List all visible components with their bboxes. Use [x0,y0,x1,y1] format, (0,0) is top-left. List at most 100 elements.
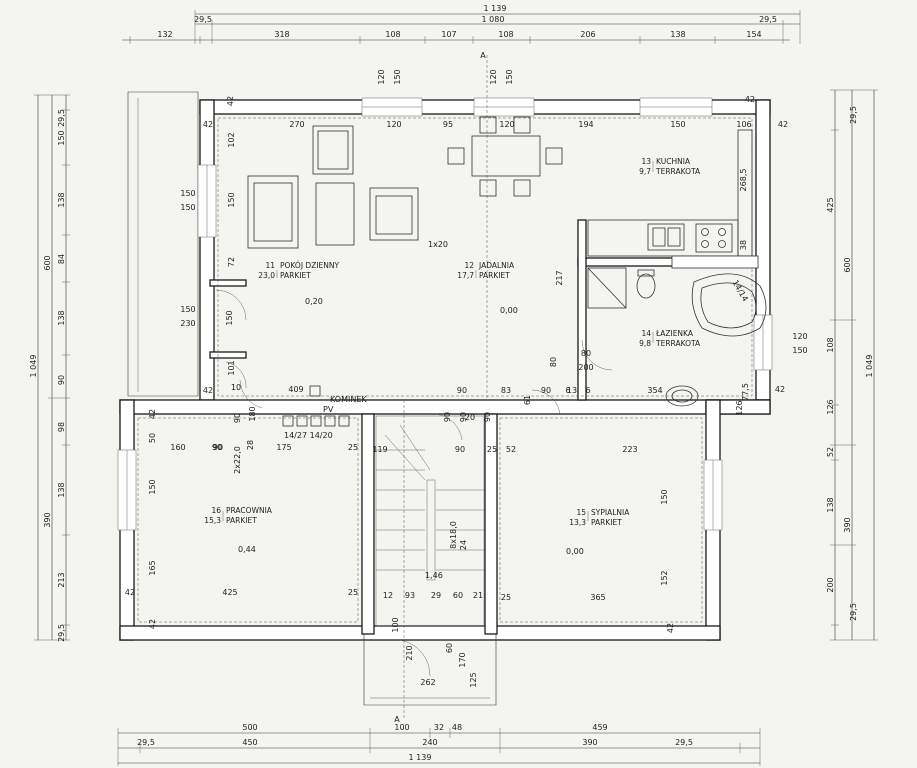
inner-dim-56: 165 [148,560,157,575]
inner-dim-24: 42 [775,385,785,394]
terrace-outline [127,91,199,397]
inner-dim-17: 83 [501,386,511,395]
inner-dim-63: 25 [487,445,497,454]
room-13-number: 13 [641,157,651,166]
room-15-floor: PARKIET [591,518,622,527]
room-11-level: 0,20 [305,297,323,306]
dim-right-r3-3: 126 [826,399,835,414]
room-16-level: 0,44 [238,545,256,554]
room-14-number: 14 [641,329,651,338]
inner-dim-75: 21 [473,591,483,600]
section-marker-top: A [480,51,486,60]
room-15-level: 0,00 [566,547,584,556]
dim-right-r2-1: 425 [826,197,835,212]
inner-dim-21: 6 [585,386,590,395]
inner-dim-15: 409 [288,385,303,394]
inner-dim-2: 120 [386,120,401,129]
dim-top-r3-5: 108 [498,30,513,39]
dim-left-r3-6: 90 [57,375,66,385]
room-12-area: 17,7 [457,271,474,280]
room-15-area: 13,3 [569,518,586,527]
inner-dim-8: 42 [778,120,788,129]
staircase [375,415,485,627]
room-14-label: 14 ŁAZIENKA 9,8 TERRAKOTA [639,329,701,348]
fireplace-flues [282,385,350,427]
west-windows [117,164,217,531]
dim-left-r3-2: 150 [57,130,66,145]
dim-left-r3-5: 138 [57,310,66,325]
dim-right-r3-4: 52 [826,447,835,457]
inner-dim-57: 425 [222,588,237,597]
living-room-furniture [247,125,419,249]
inner-dim-49: 90 [213,443,223,452]
inner-dim-20: 13 [567,386,577,395]
bottom-dimension-lines: 500 100 32 48 459 29,5 450 240 390 29,5 … [117,723,761,766]
inner-dim-79: 170 [458,652,467,667]
dim-bot-r2-2: 450 [242,738,257,747]
inner-dim-35: 150 [225,310,234,325]
room-11-number: 11 [265,261,275,270]
room-11-floor: PARKIET [280,271,311,280]
inner-dim-40: 268,5 [739,169,748,192]
room-14-floor: TERRAKOTA [655,339,701,348]
inner-dim-77: 210 [405,645,414,660]
dim-left-r2-2: 390 [43,512,52,527]
dim-top-r3-4: 107 [441,30,456,39]
inner-dim-33: 150 [180,305,195,314]
room-16-area: 15,3 [204,516,221,525]
inner-dim-52: 175 [276,443,291,452]
door-swings [215,289,613,677]
inner-dim-74: 60 [453,591,463,600]
dim-left-r3-4: 84 [57,254,66,264]
room-11-area: 23,0 [258,271,275,280]
inner-dim-11: 72 [227,257,236,267]
inner-dim-82: 90 [443,412,452,422]
inner-dim-34: 230 [180,319,195,328]
room-13-floor: TERRAKOTA [655,167,701,176]
dim-left-r3-7: 98 [57,422,66,432]
dining-furniture [447,116,563,197]
north-windows [361,97,713,117]
inner-dim-85: 90 [483,412,492,422]
inner-dim-80: 125 [469,672,478,687]
inner-dim-27: 120 [489,69,498,84]
dim-right-overall: 1 049 [865,355,874,378]
inner-dim-81: 262 [420,678,435,687]
dim-top-r3-1: 132 [157,30,172,39]
dim-top-r3-8: 154 [746,30,761,39]
room-16-number: 16 [211,506,221,515]
inner-dim-65: 223 [622,445,637,454]
inner-dim-13: 10 [231,383,241,392]
inner-dim-22: 354 [647,386,662,395]
dim-bot-r2-4: 390 [582,738,597,747]
kitchen-furniture [587,129,759,269]
inner-dim-12: 101 [227,360,236,375]
inner-dim-25: 120 [377,69,386,84]
inner-dim-32: 150 [180,203,195,212]
room-15-name: SYPIALNIA [591,508,630,517]
inner-dim-36: 217 [555,270,564,285]
inner-dim-83: 90 [459,412,468,422]
inner-dim-64: 52 [506,445,516,454]
dim-left-r2-1: 600 [43,255,52,270]
dim-left-r3-10: 29,5 [57,624,66,642]
inner-dim-28: 150 [505,69,514,84]
room-14-name: ŁAZIENKA [655,329,694,338]
dim-left-r3-9: 213 [57,572,66,587]
room-16-label: 16 PRACOWNIA 15,3 PARKIET 0,44 [204,506,273,554]
room-11-name: POKÓJ DZIENNY [280,261,340,270]
room-13-label: 13 KUCHNIA 9,7 TERRAKOTA [639,157,701,176]
inner-dim-39: 200 [578,363,593,372]
inner-dim-46: 90 [233,413,242,423]
inner-dim-86: 61 [523,395,532,405]
inner-dim-71: 12 [383,591,393,600]
inner-dim-9: 102 [227,132,236,147]
inner-dim-18: 90 [541,386,551,395]
inner-dim-50: 160 [170,443,185,452]
dim-bot-overall: 1 139 [409,753,432,762]
inner-dim-19: 6 [565,386,570,395]
dim-bot-r1-1: 500 [242,723,257,732]
inner-dim-41: 38 [739,240,748,250]
inner-dim-10: 150 [227,192,236,207]
